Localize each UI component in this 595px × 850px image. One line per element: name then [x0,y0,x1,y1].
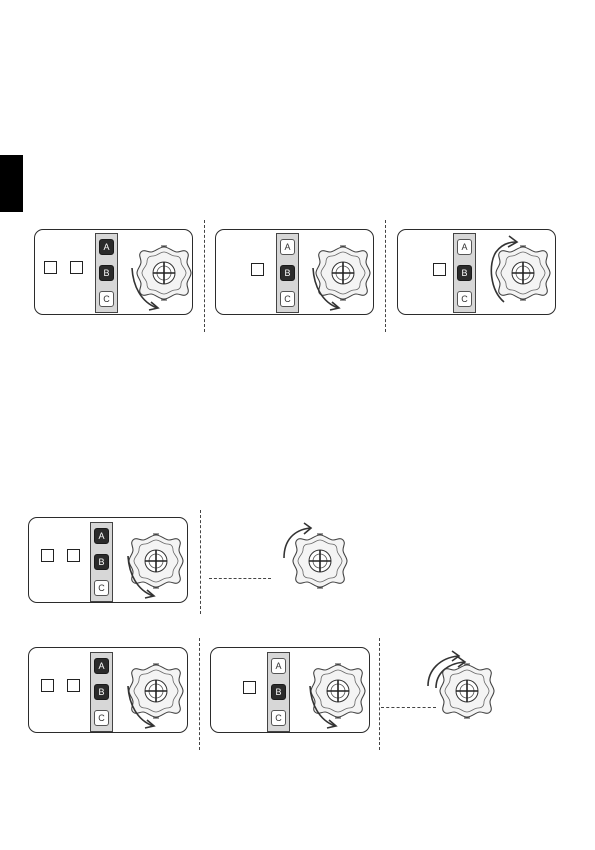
indicator-square [251,263,264,276]
rotate-clockwise-arrow-icon [123,684,163,728]
divider-line [385,220,386,332]
key-c[interactable]: C [99,291,114,307]
key-b[interactable]: B [280,265,295,281]
divider-line [200,510,201,614]
divider-line [204,220,205,332]
key-c[interactable]: C [271,710,286,726]
key-c[interactable]: C [94,580,109,596]
key-b[interactable]: B [99,265,114,281]
mode-key-strip: A B C [90,522,113,602]
step-panel-4: A B C [28,517,188,603]
rotate-clockwise-arrow-icon [305,684,345,728]
mode-key-strip: A B C [276,233,299,313]
rotate-clockwise-arrow-icon [127,266,167,310]
indicator-square [44,261,57,274]
step-panel-5: A B C [28,647,188,733]
mode-key-strip: A B C [90,652,113,732]
key-c[interactable]: C [94,710,109,726]
rotate-clockwise-arrow-icon [123,554,163,598]
key-c[interactable]: C [280,291,295,307]
leader-line [209,578,271,579]
step-panel-3: A B C [397,229,556,315]
key-a[interactable]: A [99,239,114,255]
step-panel-1: A B C [34,229,193,315]
rotate-counterclockwise-double-arrow-icon [424,650,470,690]
key-b[interactable]: B [94,554,109,570]
key-a[interactable]: A [457,239,472,255]
key-a[interactable]: A [271,658,286,674]
key-b[interactable]: B [457,265,472,281]
key-a[interactable]: A [280,239,295,255]
indicator-square [41,549,54,562]
key-c[interactable]: C [457,291,472,307]
divider-line [199,638,200,750]
key-b[interactable]: B [94,684,109,700]
step-panel-6: A B C [210,647,370,733]
rotate-counterclockwise-arrow-icon [486,234,526,304]
section-tab-marker [0,155,23,212]
key-b[interactable]: B [271,684,286,700]
step-panel-2: A B C [215,229,374,315]
divider-line [379,638,380,750]
key-a[interactable]: A [94,528,109,544]
indicator-square [70,261,83,274]
indicator-square [243,681,256,694]
rotate-clockwise-arrow-icon [308,266,348,310]
indicator-square [67,549,80,562]
mode-key-strip: A B C [95,233,118,313]
rotate-counterclockwise-arrow-icon [280,522,320,562]
indicator-square [433,263,446,276]
key-a[interactable]: A [94,658,109,674]
indicator-square [41,679,54,692]
mode-key-strip: A B C [267,652,290,732]
indicator-square [67,679,80,692]
mode-key-strip: A B C [453,233,476,313]
leader-line [381,707,436,708]
